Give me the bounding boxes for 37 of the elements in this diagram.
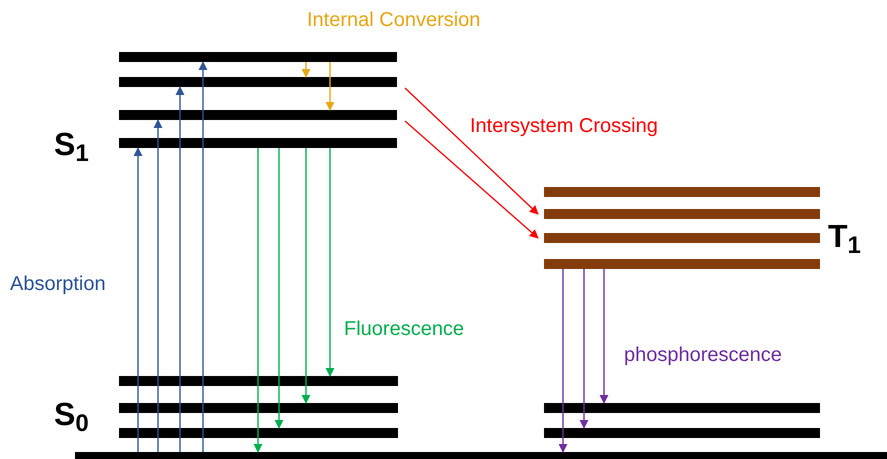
arrow: [404, 88, 539, 215]
energy-level-bar: [119, 52, 397, 62]
process-label: Internal Conversion: [307, 8, 480, 33]
arrow: [558, 269, 568, 453]
arrow: [326, 148, 334, 377]
arrow: [404, 120, 539, 239]
energy-level-bar: [544, 428, 820, 438]
energy-level-bar: [544, 187, 820, 197]
energy-level-bar: [544, 259, 820, 269]
energy-level-bar: [119, 110, 397, 120]
arrow: [198, 61, 208, 452]
energy-level-bar: [119, 138, 397, 148]
arrow: [302, 62, 310, 78]
arrow: [134, 147, 142, 452]
process-label: Absorption: [10, 272, 106, 297]
energy-level-bar: [544, 233, 820, 243]
process-label: Intersystem Crossing: [470, 114, 658, 139]
energy-level-bar: [119, 403, 398, 413]
arrow: [600, 269, 608, 404]
energy-level-bar: [119, 77, 397, 87]
arrow: [326, 62, 334, 111]
energy-level-bar: [119, 428, 398, 438]
arrow: [580, 269, 588, 429]
arrow: [302, 148, 310, 404]
arrow: [176, 86, 184, 452]
process-label: T$_{1}$: [828, 217, 861, 256]
arrow: [154, 119, 162, 452]
arrow: [254, 148, 262, 453]
process-label: Fluorescence: [344, 317, 464, 342]
energy-level-bar: [75, 452, 887, 459]
energy-level-bar: [119, 376, 398, 386]
process-label: S$_{0}$: [54, 395, 89, 434]
energy-level-bar: [544, 403, 820, 413]
process-label: phosphorescence: [624, 343, 782, 368]
process-label: S$_{1}$: [54, 125, 89, 164]
energy-level-bar: [544, 209, 820, 219]
arrow: [274, 148, 284, 429]
